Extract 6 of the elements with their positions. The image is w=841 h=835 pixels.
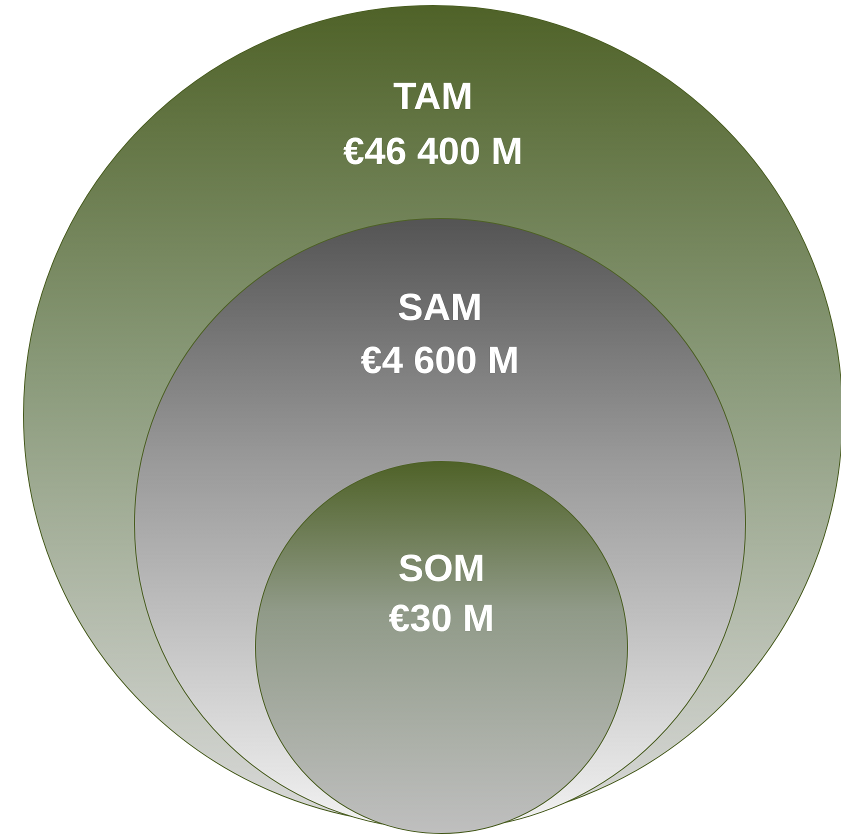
market-value: €30 M bbox=[388, 600, 494, 638]
market-value: €4 600 M bbox=[360, 342, 520, 380]
market-value: €46 400 M bbox=[343, 133, 523, 171]
market-label: TAM bbox=[393, 78, 473, 116]
market-label: SAM bbox=[398, 289, 482, 327]
market-label: SOM bbox=[398, 550, 485, 588]
